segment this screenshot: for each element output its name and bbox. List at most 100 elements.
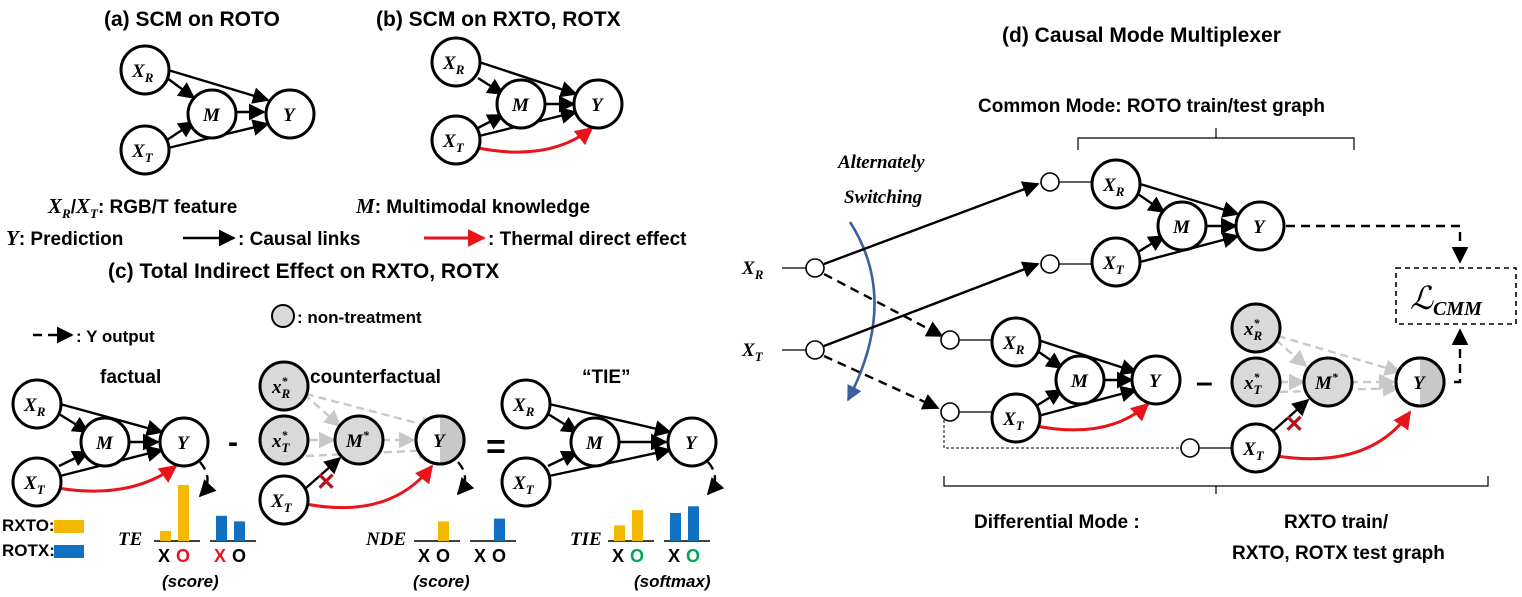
- panel-c-legend: : Y output : non-treatment: [33, 304, 422, 346]
- svg-text:XR: XR: [442, 53, 465, 77]
- rxto-train-label: RXTO train/: [1284, 512, 1389, 533]
- alternately-label: Alternately: [837, 152, 925, 173]
- rxto-bar: [614, 525, 625, 541]
- rotx-bar: [688, 506, 699, 541]
- svg-text:M: M: [511, 95, 530, 116]
- svg-text:XR: XR: [1102, 175, 1125, 199]
- node-xt: [119, 124, 171, 176]
- nde-label: NDE: [365, 529, 406, 550]
- svg-text:Y: Y: [433, 431, 447, 452]
- panel-a-graph: XR M Y XT: [119, 44, 316, 176]
- loss-box: ℒCMM: [1395, 267, 1517, 325]
- svg-text:M: M: [1172, 217, 1191, 238]
- svg-text:XR: XR: [23, 395, 46, 419]
- bar-legend: RXTO: ROTX:: [2, 516, 84, 560]
- bar-tick-label: X: [612, 546, 624, 566]
- differential-mode-label: Differential Mode :: [974, 512, 1140, 533]
- rxto-swatch: [54, 520, 84, 533]
- svg-text:Y: Y: [177, 433, 191, 454]
- svg-text:M: M: [202, 105, 221, 126]
- svg-text:XR: XR: [512, 395, 535, 419]
- svg-text:XT: XT: [1242, 439, 1265, 463]
- panel-d-title: (d) Causal Mode Multiplexer: [1002, 24, 1281, 47]
- rotx-bar: [216, 515, 227, 541]
- differential-mode-brace: [943, 476, 1489, 494]
- xr-input-switch: [805, 258, 825, 278]
- rxto-bar: [438, 521, 449, 541]
- svg-text:XR: XR: [1002, 333, 1025, 357]
- bar-tick-label: O: [686, 546, 700, 566]
- svg-text:M*: M*: [345, 428, 370, 452]
- svg-text:XR/XT: RGB/T feature: XR/XT: RGB/T feature: [47, 194, 237, 221]
- equals-sign: =: [486, 428, 506, 466]
- te-label: TE: [118, 529, 142, 550]
- common-mode-brace: [1077, 128, 1355, 150]
- svg-text:M: M: [1070, 371, 1089, 392]
- svg-text:M: M: [585, 433, 604, 454]
- svg-text:ROTX:: ROTX:: [2, 541, 55, 560]
- svg-text:Y: Prediction: Y: Prediction: [6, 226, 123, 250]
- svg-text:“TIE”: “TIE”: [582, 367, 631, 388]
- panel-b-title: (b) SCM on RXTO, ROTX: [376, 8, 621, 31]
- bar-tick-label: O: [176, 546, 190, 566]
- svg-text:: Causal links: : Causal links: [238, 229, 361, 250]
- cut-mark-icon: ✕: [316, 469, 336, 496]
- rotx-swatch: [54, 545, 84, 558]
- svg-text:XR: XR: [741, 258, 764, 282]
- node-y: [264, 88, 316, 140]
- svg-text:Y: Y: [283, 105, 297, 126]
- differential-graph-2: ✕ x*R x*T M* Y XT: [1230, 302, 1446, 474]
- bar-tick-label: X: [418, 546, 430, 566]
- score-caption-2: (score): [413, 572, 470, 591]
- softmax-caption: (softmax): [634, 572, 711, 591]
- svg-text:x*T: x*T: [1243, 370, 1263, 397]
- bar-tick-label: O: [630, 546, 644, 566]
- svg-text:Y: Y: [1253, 217, 1267, 238]
- bar-tick-label: O: [492, 546, 506, 566]
- svg-text:XT: XT: [741, 340, 764, 364]
- svg-text:: Thermal direct effect: : Thermal direct effect: [488, 229, 687, 250]
- bar-tick-label: X: [668, 546, 680, 566]
- svg-text:Y: Y: [1149, 371, 1163, 392]
- node-xr: [119, 44, 171, 96]
- panel-c-title: (c) Total Indirect Effect on RXTO, ROTX: [108, 260, 499, 283]
- common-mode-label: Common Mode: ROTO train/test graph: [978, 96, 1325, 117]
- rotx-bar: [670, 513, 681, 541]
- rxto-bar: [632, 510, 643, 541]
- svg-text:counterfactual: counterfactual: [310, 367, 441, 388]
- cut-mark-icon-2: ✕: [1284, 411, 1304, 438]
- bar-tick-label: X: [474, 546, 486, 566]
- svg-text:M: M: [95, 433, 114, 454]
- svg-text:x*R: x*R: [271, 374, 291, 401]
- switching-label: Switching: [844, 187, 922, 208]
- svg-text:x*T: x*T: [271, 428, 291, 455]
- bar-tick-label: X: [158, 546, 170, 566]
- svg-text:: Y output: : Y output: [76, 327, 155, 346]
- differential-graph-1: XR M Y XT: [940, 316, 1182, 444]
- test-graph-label: RXTO, ROTX test graph: [1232, 543, 1445, 564]
- differential-minus: –: [1196, 366, 1213, 399]
- svg-text:M*: M*: [1314, 370, 1339, 394]
- svg-text:XT: XT: [270, 491, 293, 515]
- counterfactual-graph: counterfactual ✕ x*R x*T M* Y XT: [258, 360, 475, 526]
- svg-text:: non-treatment: : non-treatment: [297, 308, 422, 327]
- factual-graph: factual XR M Y XT: [11, 367, 217, 508]
- bar-tick-label: X: [214, 546, 226, 566]
- svg-text:XR: XR: [131, 61, 154, 85]
- svg-text:M: Multimodal knowledge: M: Multimodal knowledge: [355, 194, 590, 218]
- svg-text:ℒCMM: ℒCMM: [1410, 280, 1483, 320]
- svg-text:XT: XT: [512, 473, 535, 497]
- tie-label: TIE: [570, 529, 602, 550]
- rotx-bar: [234, 521, 245, 541]
- rxto-bar: [178, 485, 189, 541]
- rotx-bar: [494, 518, 505, 541]
- svg-text:XT: XT: [442, 131, 465, 155]
- switch-arrow: [846, 221, 876, 402]
- bar-tick-label: O: [436, 546, 450, 566]
- svg-text:Y: Y: [685, 433, 699, 454]
- rxto-bar: [160, 530, 171, 541]
- svg-text:x*R: x*R: [1243, 316, 1263, 343]
- svg-text:RXTO:: RXTO:: [2, 516, 55, 535]
